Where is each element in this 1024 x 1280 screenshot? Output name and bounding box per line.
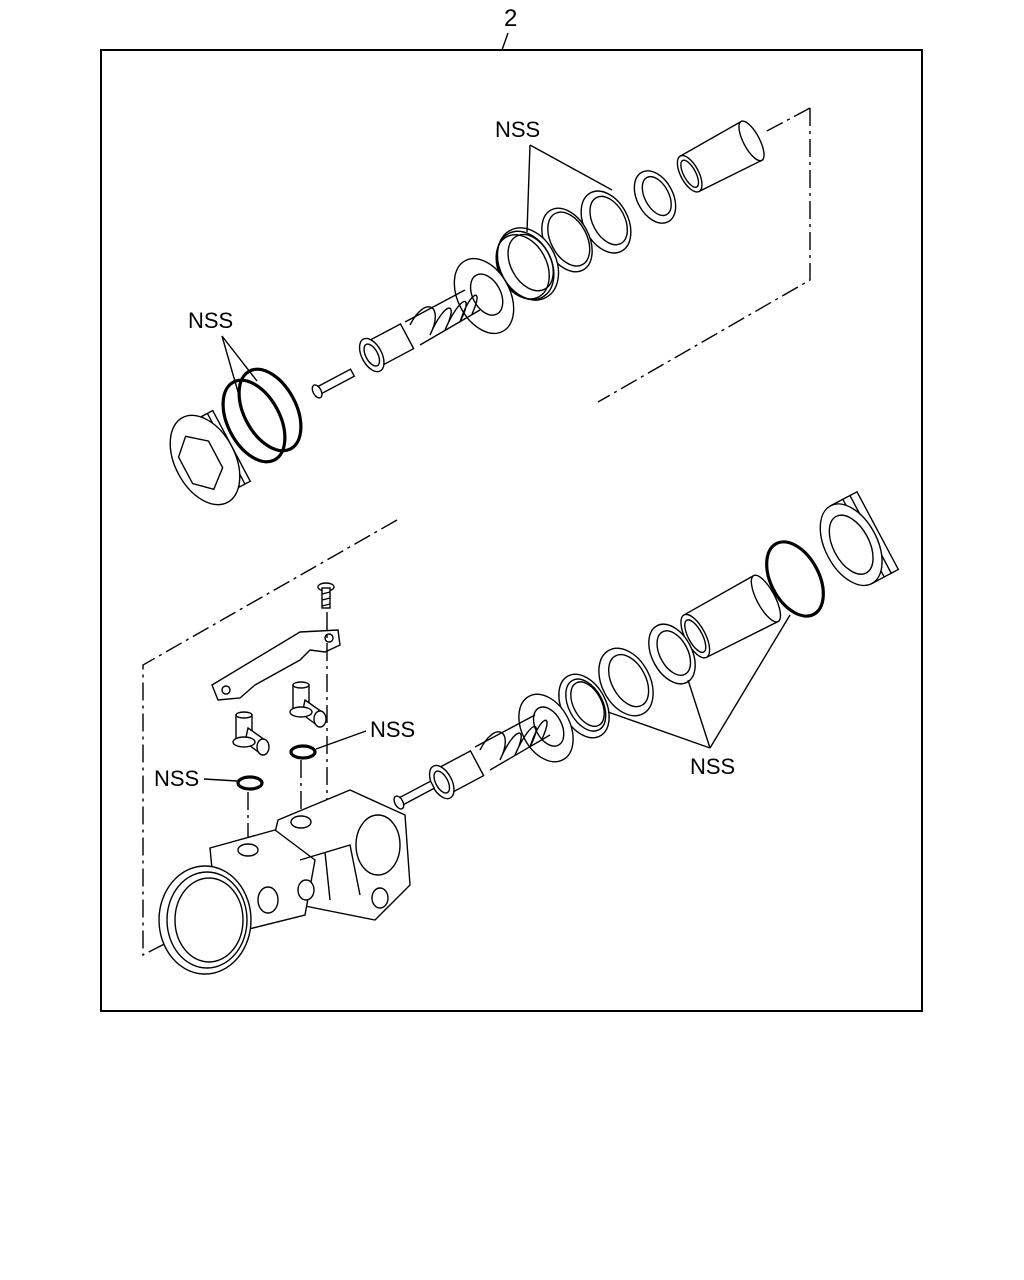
lower-seal-ring-3 [558,673,610,739]
fitting-right [289,681,327,728]
callout-lower-oring-left: NSS [154,766,199,791]
upper-spring [404,289,481,346]
diagram-frame [100,49,923,1012]
reference-leader [501,32,509,51]
valve-body [158,789,411,975]
oring-small-right [289,744,317,760]
bracket-screw [317,582,335,609]
upper-assembly: NSS NSS [169,107,811,506]
upper-spool [358,322,415,373]
callout-lower-seal-group: NSS [690,754,735,779]
bracket-plate [211,629,341,701]
leader-upper-oring-b [221,335,258,382]
oring-small-left [236,775,264,791]
lower-spring [474,714,551,771]
leader-lower-oring-left [203,778,238,782]
leader-upper-seal-b [529,144,613,191]
upper-pin [311,368,356,399]
upper-phantom-outline [597,108,811,403]
bracket-hole-1 [221,685,231,695]
lower-assembly: NSS NSS NSS [142,490,900,975]
upper-threaded-cup [495,227,560,301]
lower-oring-large [765,540,825,618]
lower-seal-ring-2 [598,647,654,717]
callout-lower-oring-right: NSS [370,717,415,742]
lower-pin [393,780,436,810]
lower-spool [428,749,485,800]
reference-number: 2 [504,5,517,32]
bracket-hole-2 [324,633,334,643]
leader-lower-seal-a [607,711,711,749]
upper-phantom-top [764,107,811,133]
upper-seal-ring-1 [633,170,677,224]
lower-threaded-cap [819,490,900,587]
upper-sleeve [676,120,765,193]
callout-upper-oring-group: NSS [188,308,233,333]
lower-seal-ring-1 [648,623,696,685]
upper-oring-inner [221,378,287,464]
fitting-left [232,711,270,756]
leader-lower-seal-b [687,679,711,749]
callout-upper-seal-group: NSS [495,117,540,142]
leader-lower-oring-right [315,730,367,750]
leader-upper-oring-a [221,335,239,393]
lower-phantom-outline [142,519,398,957]
upper-washer [453,257,515,335]
leader-upper-seal-a [526,144,531,233]
leader-lower-seal-c [709,614,791,749]
upper-hex-plug [169,409,252,506]
lower-sleeve [680,574,782,659]
